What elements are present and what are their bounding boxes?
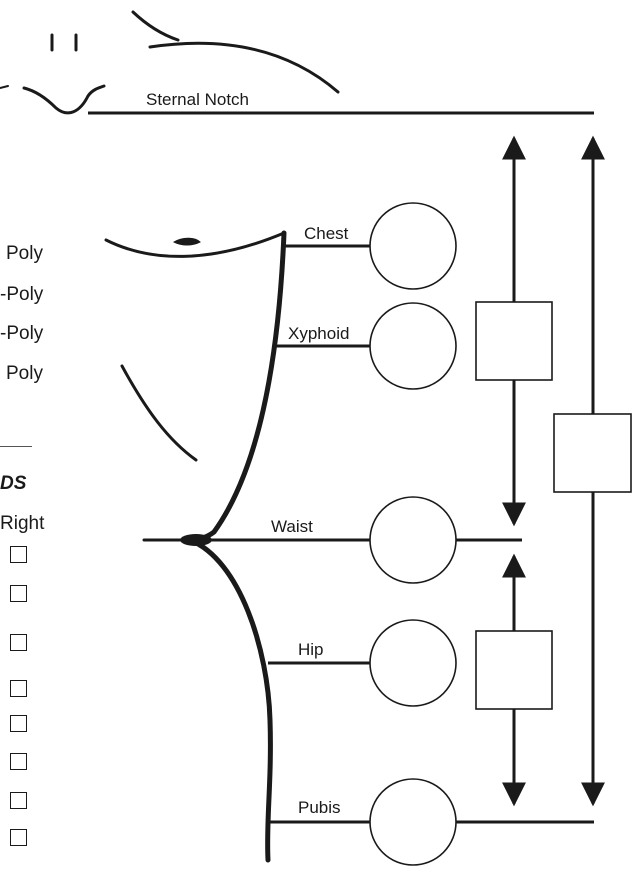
xyphoid-label: Xyphoid bbox=[288, 324, 350, 343]
poly-option-3: -Poly bbox=[0, 323, 44, 344]
right-checkbox[interactable] bbox=[10, 792, 27, 809]
notch-to-pubis-box[interactable] bbox=[553, 413, 632, 493]
chest-circle[interactable] bbox=[369, 202, 457, 290]
right-checkbox[interactable] bbox=[10, 546, 27, 563]
measurement-circles bbox=[369, 202, 457, 866]
section-divider bbox=[0, 446, 32, 447]
waist-label: Waist bbox=[271, 517, 313, 536]
clavicle-tick bbox=[0, 85, 9, 89]
waist-circle[interactable] bbox=[369, 496, 457, 584]
hip-circle[interactable] bbox=[369, 619, 457, 707]
nipple-mark bbox=[172, 237, 201, 246]
column-header-right: Right bbox=[0, 513, 45, 534]
face-sketch bbox=[0, 10, 340, 115]
arm-curve bbox=[120, 364, 198, 462]
right-checkbox[interactable] bbox=[10, 680, 27, 697]
notch-to-waist-box[interactable] bbox=[475, 301, 553, 381]
right-checkbox[interactable] bbox=[10, 634, 27, 651]
leader-lines bbox=[200, 244, 594, 824]
waist-node bbox=[180, 534, 212, 546]
poly-option-4: Poly bbox=[6, 363, 43, 384]
shoulder-line bbox=[148, 41, 340, 94]
poly-option-1: Poly bbox=[6, 243, 43, 264]
lower-torso-line bbox=[187, 537, 273, 863]
right-checkbox[interactable] bbox=[10, 829, 27, 846]
right-checkbox[interactable] bbox=[10, 715, 27, 732]
jaw-line bbox=[131, 10, 180, 42]
sternal-notch-label: Sternal Notch bbox=[146, 90, 249, 109]
pubis-label: Pubis bbox=[298, 798, 341, 817]
upper-torso-line bbox=[187, 230, 287, 543]
right-checkbox[interactable] bbox=[10, 753, 27, 770]
breast-curve bbox=[104, 231, 286, 258]
hip-label: Hip bbox=[298, 640, 324, 659]
pubis-circle[interactable] bbox=[369, 778, 457, 866]
waist-to-pubis-box[interactable] bbox=[475, 630, 553, 710]
section-heading: DS bbox=[0, 473, 27, 494]
right-checkbox[interactable] bbox=[10, 585, 27, 602]
breast-sketch bbox=[104, 231, 286, 462]
chest-label: Chest bbox=[304, 224, 349, 243]
measurement-boxes bbox=[475, 301, 632, 710]
body-outline bbox=[142, 230, 287, 863]
sternal-notch-curve bbox=[22, 84, 106, 115]
xyphoid-circle[interactable] bbox=[369, 302, 457, 390]
poly-option-2: -Poly bbox=[0, 284, 44, 305]
